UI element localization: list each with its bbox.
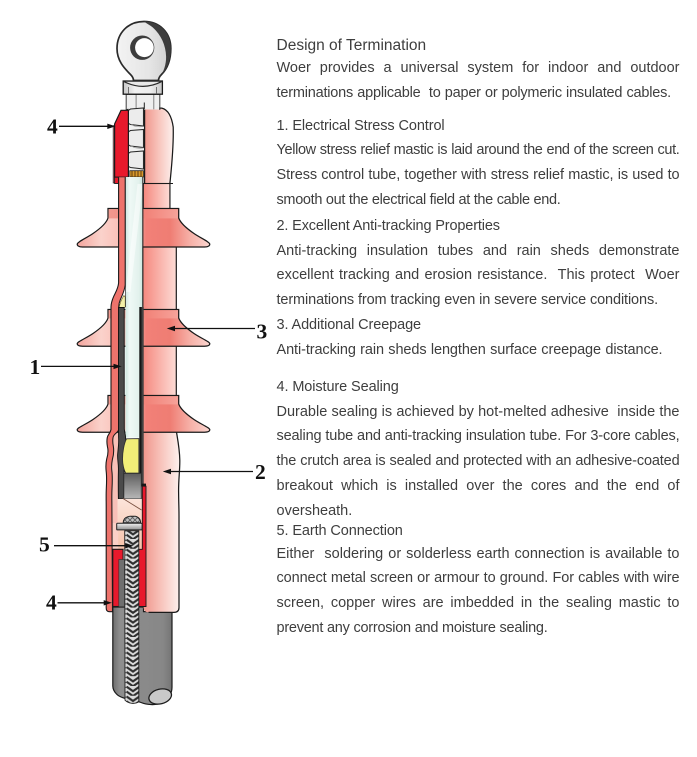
svg-text:4: 4 xyxy=(46,590,57,614)
svg-text:1: 1 xyxy=(30,355,41,379)
svg-text:3: 3 xyxy=(257,320,268,344)
svg-text:5: 5 xyxy=(39,533,50,557)
svg-text:2: 2 xyxy=(255,460,266,484)
svg-text:4: 4 xyxy=(47,115,58,139)
